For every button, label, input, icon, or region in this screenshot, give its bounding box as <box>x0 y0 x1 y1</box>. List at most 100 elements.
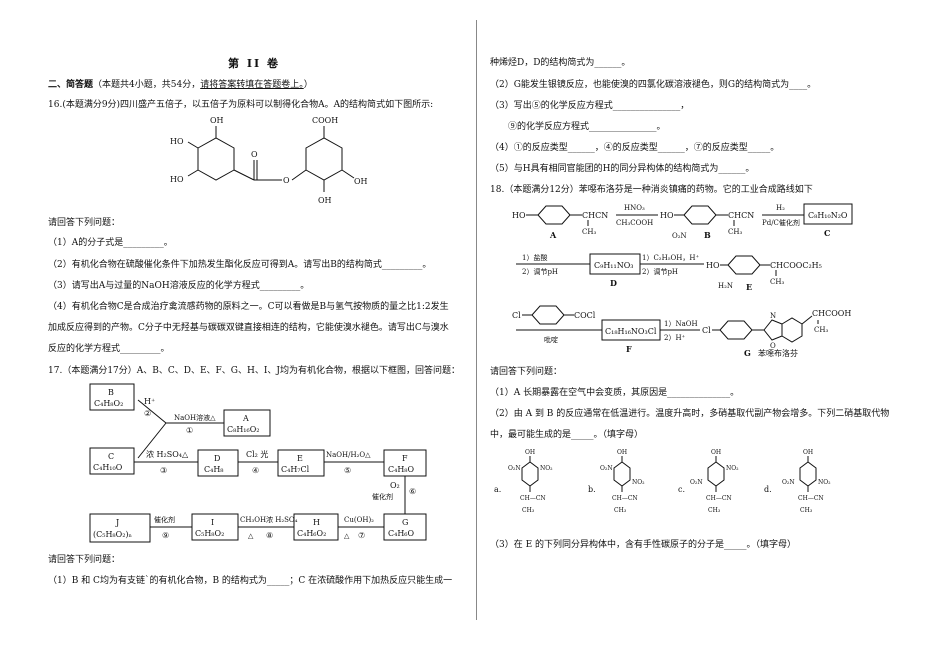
svg-text:Cl: Cl <box>512 311 521 320</box>
svg-text:C: C <box>108 452 114 461</box>
ring-left <box>197 137 235 181</box>
compound-a-structure: OH HO HO O O COOH OH OH <box>170 116 368 205</box>
svg-text:⑥: ⑥ <box>409 487 416 496</box>
svg-text:吡啶: 吡啶 <box>544 335 558 344</box>
svg-text:CH₃OH: CH₃OH <box>240 516 266 524</box>
svg-text:C₄H₈: C₄H₈ <box>204 465 224 474</box>
option-a: a. OH O₂N NO₂ CH—CN CH₃ <box>494 449 553 514</box>
svg-text:HO: HO <box>512 211 526 220</box>
svg-text:△: △ <box>344 532 350 540</box>
svg-text:浓 H₂SO₄: 浓 H₂SO₄ <box>266 515 298 524</box>
svg-text:C₁₈H₁₆NO₃Cl: C₁₈H₁₆NO₃Cl <box>605 327 657 336</box>
svg-text:苯噁布洛芬: 苯噁布洛芬 <box>758 348 798 358</box>
q17-part1: （1）B 和 C均为有支链`的有机化合物，B 的结构式为_____；C 在浓硫酸… <box>48 576 453 586</box>
ring-g2 <box>781 317 803 343</box>
svg-text:D: D <box>214 454 220 463</box>
svg-text:NO₂: NO₂ <box>540 465 553 472</box>
box-f <box>383 449 427 477</box>
option-b: b. OH O₂N NO₂ CH—CN CH₃ <box>588 449 645 514</box>
svg-text:B: B <box>704 230 711 240</box>
svg-text:HO: HO <box>660 211 674 220</box>
svg-text:⑦: ⑦ <box>358 531 365 540</box>
q18-options: a. OH O₂N NO₂ CH—CN CH₃ b. OH O₂N NO₂ CH… <box>494 449 831 514</box>
svg-text:H₂N: H₂N <box>718 282 733 290</box>
q16-ask: 请回答下列问题： <box>48 218 121 228</box>
svg-text:OH: OH <box>617 449 627 456</box>
svg-text:H: H <box>313 518 320 527</box>
svg-text:O₂N: O₂N <box>508 465 521 472</box>
svg-text:OH: OH <box>525 449 535 456</box>
svg-text:C₈H₁₀N₂O: C₈H₁₀N₂O <box>808 211 848 220</box>
q17-part4: （4）①的反应类型______，④的反应类型______，⑦的反应类型_____… <box>490 143 780 153</box>
q16-part4b: 加成反应得到的产物。C分子中无羟基与碳碳双键直接相连的结构，它能使溴水褪色。请写… <box>48 323 449 333</box>
svg-text:J: J <box>115 518 119 527</box>
svg-text:CH₃: CH₃ <box>770 278 784 286</box>
svg-text:A: A <box>549 230 557 240</box>
svg-text:O₂N: O₂N <box>782 479 795 486</box>
q17-flow-diagram: B C₄H₈O₂ A C₈H₁₆O₂ C C₄H₁₀O H⁺ ② NaOH溶液△… <box>89 383 427 543</box>
q17-part3b: ⑨的化学反应方程式_______________。 <box>508 122 666 132</box>
svg-text:F: F <box>402 454 408 463</box>
ring-b <box>683 205 717 225</box>
svg-text:⑤: ⑤ <box>344 466 351 475</box>
svg-text:C₄H₆O₂: C₄H₆O₂ <box>297 529 326 538</box>
svg-text:c.: c. <box>678 485 685 494</box>
svg-text:CH₃: CH₃ <box>728 228 742 236</box>
svg-text:N: N <box>770 312 776 320</box>
svg-text:Cl: Cl <box>702 326 711 335</box>
volume-title: 第 II 卷 <box>228 57 280 70</box>
q16-part2: （2）有机化合物在硫酸催化条件下加热发生酯化反应可得到A。请写出B的结构简式__… <box>48 260 432 270</box>
q16-part4a: （4）有机化合物C是合成治疗禽流感药物的原料之一。C可以看做是B与氢气按物质的量… <box>48 302 449 312</box>
svg-text:E: E <box>297 454 303 463</box>
svg-text:COCl: COCl <box>574 311 596 320</box>
ring-right <box>305 137 343 181</box>
svg-text:催化剂: 催化剂 <box>154 515 175 524</box>
svg-text:△: △ <box>248 532 254 540</box>
svg-text:②: ② <box>144 409 151 418</box>
q18-synthesis-route: HO CHCN CH₃ A HNO₃ CH₃COOH HO CHCN CH₃ O… <box>512 203 853 358</box>
label-ho-mid: HO <box>170 137 184 146</box>
svg-text:I: I <box>211 518 214 527</box>
label-oh-top: OH <box>210 116 224 125</box>
svg-text:CH₃: CH₃ <box>582 228 596 236</box>
svg-text:Cu(OH)₂: Cu(OH)₂ <box>344 516 374 524</box>
q17-part5: （5）与H具有相同官能团的H的同分异构体的结构简式为______。 <box>490 164 755 174</box>
svg-text:1）NaOH: 1）NaOH <box>664 320 698 328</box>
label-ester-o: O <box>283 176 290 185</box>
svg-text:O₂N: O₂N <box>600 465 613 472</box>
svg-text:NaOH溶液△: NaOH溶液△ <box>174 413 216 422</box>
svg-text:O₂N: O₂N <box>690 479 703 486</box>
q16-intro: 16.(本题满分9分)四川盛产五倍子，以五倍子为原料可以制得化合物A。A的结构简… <box>48 100 434 110</box>
svg-text:H⁺: H⁺ <box>144 397 155 406</box>
q16-part1: （1）A的分子式是_________。 <box>48 238 173 248</box>
svg-text:CH₃COOH: CH₃COOH <box>616 219 653 227</box>
svg-text:b.: b. <box>588 485 596 494</box>
svg-text:CHCN: CHCN <box>728 211 754 220</box>
ring-g1 <box>719 320 753 340</box>
svg-text:F: F <box>626 344 632 354</box>
ring-chloro <box>531 305 565 325</box>
label-oh-right: OH <box>354 177 368 186</box>
svg-text:CH—CN: CH—CN <box>612 495 638 502</box>
svg-text:E: E <box>746 282 752 292</box>
svg-text:CH₃: CH₃ <box>614 507 627 514</box>
svg-text:B: B <box>108 388 114 397</box>
svg-text:O: O <box>770 342 776 350</box>
svg-text:C₄H₈O₂: C₄H₈O₂ <box>94 399 123 408</box>
svg-text:C₄H₆O: C₄H₆O <box>388 529 415 538</box>
svg-text:CH—CN: CH—CN <box>798 495 824 502</box>
svg-text:NaOH/H₂O△: NaOH/H₂O△ <box>326 451 371 459</box>
svg-text:d.: d. <box>764 485 772 494</box>
svg-text:C₄H₁₀O: C₄H₁₀O <box>93 463 123 472</box>
svg-text:(C₅H₈O₂)ₙ: (C₅H₈O₂)ₙ <box>93 530 133 539</box>
label-carbonyl-o: O <box>251 150 258 159</box>
q16-part4c: 反应的化学方程式_________。 <box>48 344 170 354</box>
q17-part1-cont: 种烯烃D，D的结构简式为______。 <box>490 58 631 68</box>
svg-text:CH—CN: CH—CN <box>706 495 732 502</box>
svg-text:G: G <box>402 518 408 527</box>
ring-a <box>537 205 571 225</box>
box-c <box>89 447 135 475</box>
q17-part2: （2）G能发生银镜反应，也能使溴的四氯化碳溶液褪色，则G的结构简式为____。 <box>490 80 817 90</box>
svg-text:C₅H₈O₂: C₅H₈O₂ <box>195 529 224 538</box>
